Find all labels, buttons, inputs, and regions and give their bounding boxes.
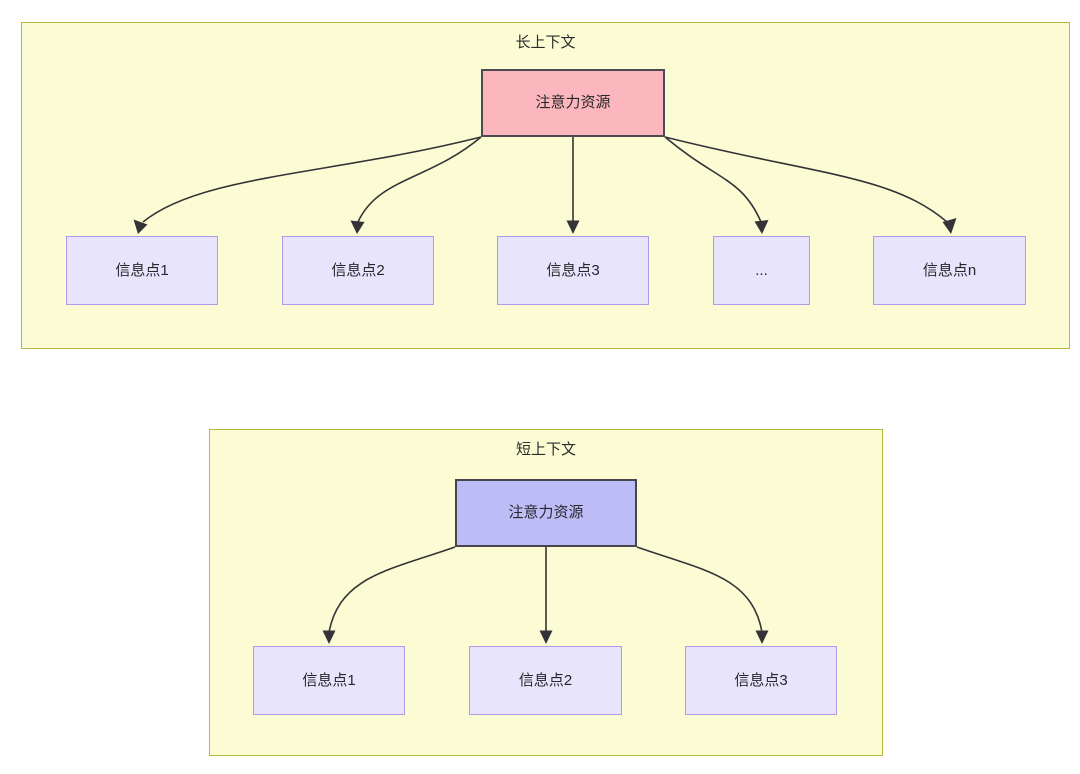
node-info-point-n-long[interactable]: 信息点n — [873, 236, 1026, 305]
node-label: 信息点2 — [331, 261, 385, 279]
node-info-point-3-long[interactable]: 信息点3 — [497, 236, 649, 305]
node-info-point-3-short[interactable]: 信息点3 — [685, 646, 837, 715]
node-label: 信息点1 — [302, 671, 356, 689]
node-info-point-ellipsis-long[interactable]: ... — [713, 236, 810, 305]
node-label: 信息点1 — [115, 261, 169, 279]
node-attention-resource-short[interactable]: 注意力资源 — [455, 479, 637, 547]
node-info-point-2-long[interactable]: 信息点2 — [282, 236, 434, 305]
node-label: 信息点3 — [734, 671, 788, 689]
group-long-context-title: 长上下文 — [515, 34, 576, 51]
node-attention-resource-long[interactable]: 注意力资源 — [481, 69, 665, 137]
node-label: 注意力资源 — [508, 504, 584, 521]
node-info-point-1-long[interactable]: 信息点1 — [66, 236, 218, 305]
node-label: 信息点2 — [518, 671, 573, 689]
node-label: ... — [755, 261, 768, 279]
group-short-context-title: 短上下文 — [515, 441, 576, 458]
node-label: 信息点n — [922, 261, 977, 279]
node-info-point-1-short[interactable]: 信息点1 — [253, 646, 405, 715]
node-label: 注意力资源 — [535, 94, 611, 111]
node-label: 信息点3 — [546, 261, 600, 279]
node-info-point-2-short[interactable]: 信息点2 — [469, 646, 622, 715]
